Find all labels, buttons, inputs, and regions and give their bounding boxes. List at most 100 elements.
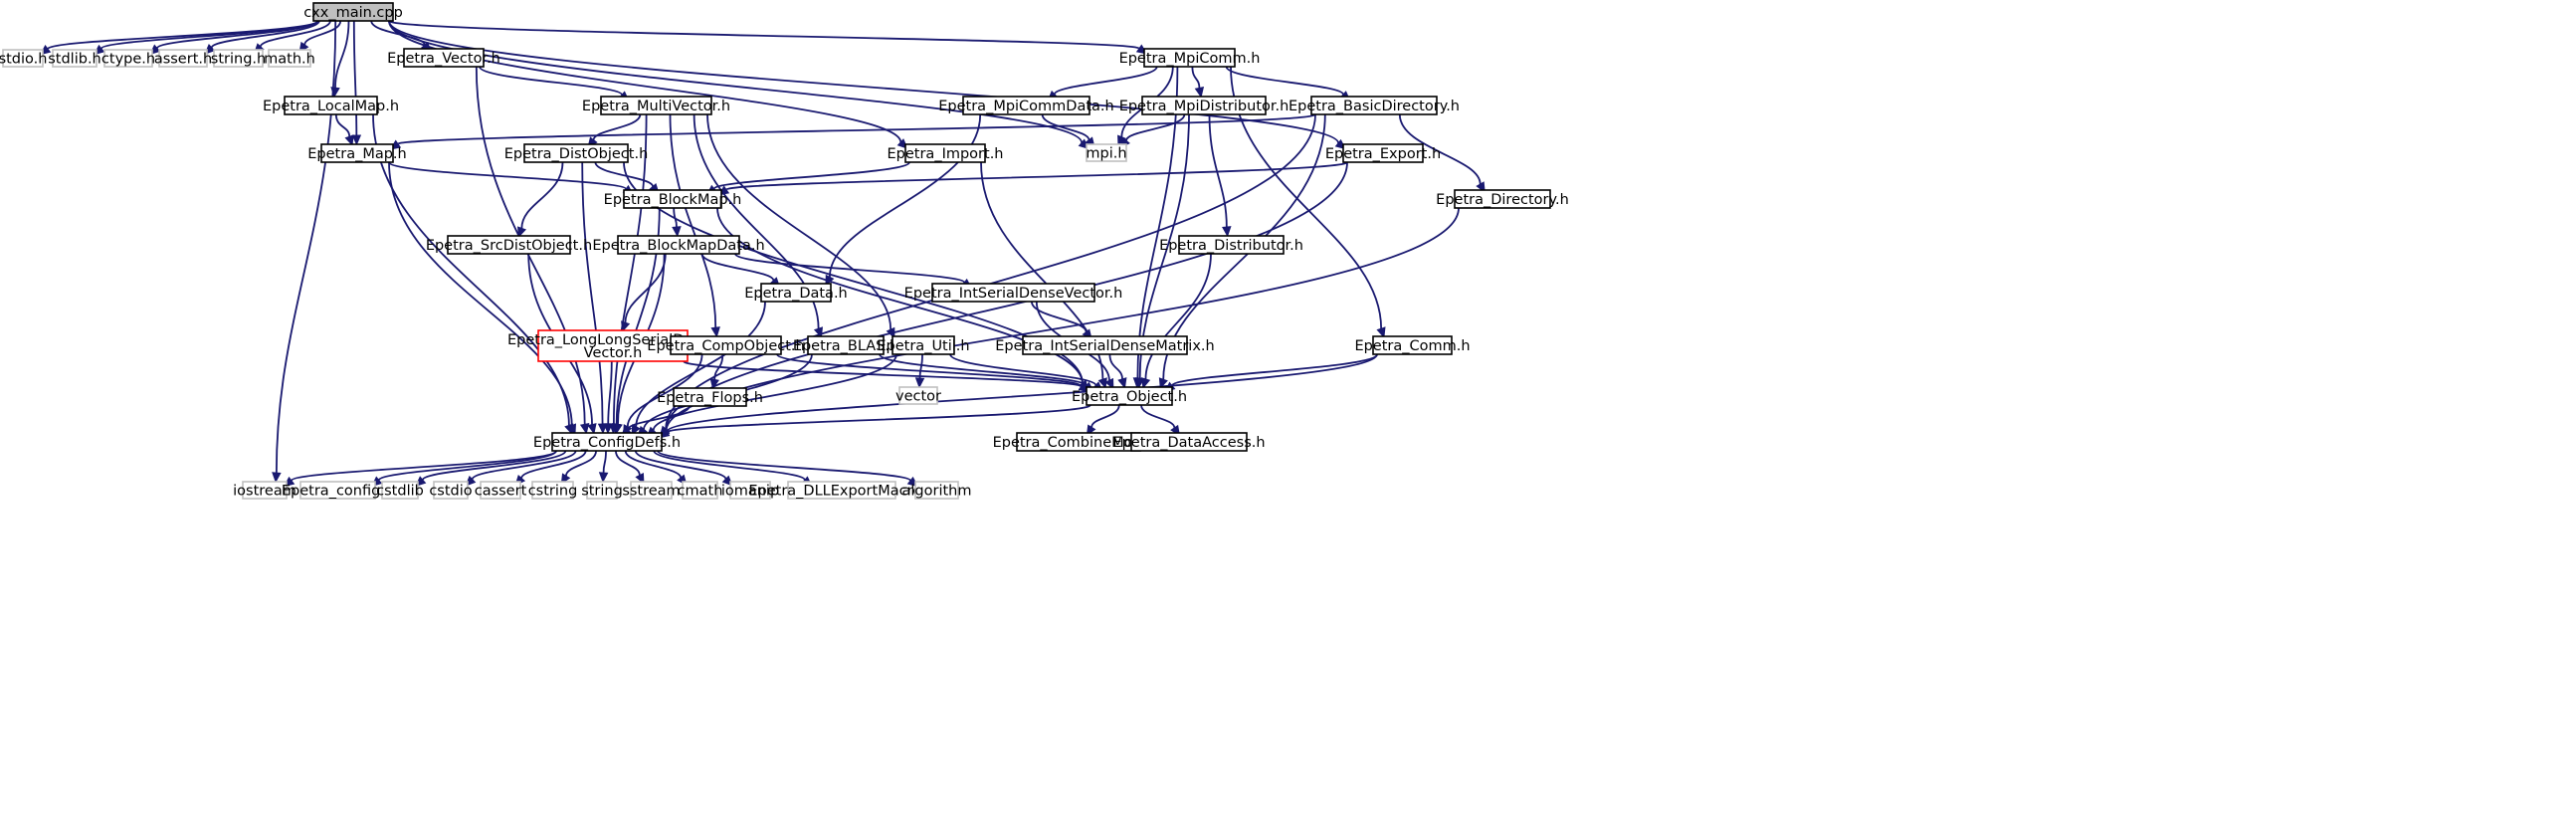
node-Epetra_ConfigDefs[interactable]: Epetra_ConfigDefs.h xyxy=(533,432,681,452)
edge-line xyxy=(388,20,1339,144)
node-label: Epetra_IntSerialDenseMatrix.h xyxy=(995,338,1214,354)
node-Epetra_CompObject[interactable]: Epetra_CompObject.h xyxy=(647,335,805,355)
node-Epetra_Distributor[interactable]: Epetra_Distributor.h xyxy=(1159,235,1303,255)
node-Epetra_MultiVector[interactable]: Epetra_MultiVector.h xyxy=(582,96,730,115)
edge-line xyxy=(388,20,1084,143)
node-Epetra_MpiDistributor[interactable]: Epetra_MpiDistributor.h xyxy=(1119,96,1289,115)
edge-arrowhead xyxy=(1104,377,1114,390)
node-box xyxy=(1372,335,1453,355)
node-box xyxy=(403,48,485,68)
node-iostream: iostream xyxy=(233,481,297,500)
node-label: cassert xyxy=(475,484,527,500)
node-ctype_h: ctype.h xyxy=(101,49,155,68)
node-Epetra_BLAS[interactable]: Epetra_BLAS.h xyxy=(793,335,898,355)
node-label: Epetra_Import.h xyxy=(888,146,1004,162)
edge-Epetra_Export-to-Epetra_BlockMap xyxy=(717,161,1348,196)
edge-arrowhead xyxy=(351,134,362,146)
edge-line xyxy=(1031,301,1088,332)
edge-arrowhead xyxy=(635,472,645,485)
node-cxx_main[interactable]: cxx_main.cpp xyxy=(303,2,403,22)
edge-arrowhead xyxy=(1194,87,1205,99)
edge-line xyxy=(776,353,1083,387)
node-Epetra_MpiComm[interactable]: Epetra_MpiComm.h xyxy=(1119,48,1261,68)
node-Epetra_Map[interactable]: Epetra_Map.h xyxy=(307,143,407,163)
edge-line xyxy=(602,450,607,474)
node-Epetra_Data[interactable]: Epetra_Data.h xyxy=(744,283,848,303)
edge-arrowhead xyxy=(1117,377,1127,389)
node-Epetra_BlockMap[interactable]: Epetra_BlockMap.h xyxy=(604,189,742,209)
edge-Epetra_LocalMap-to-Epetra_Map xyxy=(334,113,354,146)
node-Epetra_Directory[interactable]: Epetra_Directory.h xyxy=(1436,189,1569,209)
edge-line xyxy=(1208,113,1228,228)
node-box xyxy=(447,235,571,255)
node-Epetra_BasicDirectory[interactable]: Epetra_BasicDirectory.h xyxy=(1288,96,1460,115)
node-Epetra_Flops[interactable]: Epetra_Flops.h xyxy=(657,387,763,407)
node-label: Epetra_DLLExportMacro.h xyxy=(748,484,934,500)
node-Epetra_MpiCommData[interactable]: Epetra_MpiCommData.h xyxy=(938,96,1114,115)
node-Epetra_LocalMap[interactable]: Epetra_LocalMap.h xyxy=(263,96,399,115)
node-label: string xyxy=(581,484,623,500)
node-box xyxy=(2,49,44,68)
edge-line xyxy=(626,405,691,431)
node-box xyxy=(931,283,1095,303)
node-box xyxy=(480,481,521,500)
edge-arrowhead xyxy=(710,326,720,338)
node-Epetra_Comm[interactable]: Epetra_Comm.h xyxy=(1354,335,1471,355)
edge-Epetra_DistObject-to-Epetra_ConfigDefs xyxy=(581,161,608,435)
node-Epetra_DistObject[interactable]: Epetra_DistObject.h xyxy=(504,143,649,163)
edge-line xyxy=(683,360,1083,388)
node-box xyxy=(284,96,378,115)
node-stdlib_h: stdlib.h xyxy=(48,49,101,68)
node-Epetra_CombineMode[interactable]: Epetra_CombineMode.h xyxy=(993,432,1165,452)
node-box xyxy=(807,335,885,355)
node-label: Vector.h xyxy=(584,345,643,361)
edge-line xyxy=(565,450,597,477)
edge-cxx_main-to-Epetra_MpiComm xyxy=(388,20,1148,55)
node-Epetra_Export[interactable]: Epetra_Export.h xyxy=(1325,143,1441,163)
edge-line xyxy=(210,20,320,49)
node-label: Epetra_SrcDistObject.h xyxy=(426,238,592,254)
node-Epetra_IntSerialDenseMatrix[interactable]: Epetra_IntSerialDenseMatrix.h xyxy=(995,335,1215,355)
edge-line xyxy=(388,161,573,426)
node-Epetra_DataAccess[interactable]: Epetra_DataAccess.h xyxy=(1112,432,1266,452)
edge-line xyxy=(635,301,766,427)
edge-Epetra_MpiComm-to-Epetra_MpiCommData xyxy=(1047,66,1158,102)
node-Epetra_Util[interactable]: Epetra_Util.h xyxy=(877,335,970,355)
edge-line xyxy=(303,20,342,46)
edge-line xyxy=(700,253,775,282)
edge-Epetra_Map-to-Epetra_BlockMap xyxy=(388,161,635,196)
edge-line xyxy=(612,113,648,425)
node-Epetra_config_h: Epetra_config.h xyxy=(282,481,394,500)
node-box xyxy=(268,49,311,68)
node-Epetra_BlockMapData[interactable]: Epetra_BlockMapData.h xyxy=(592,235,765,255)
node-box xyxy=(242,481,288,500)
node-box xyxy=(1310,96,1438,115)
node-label: string.h xyxy=(211,52,266,68)
node-Epetra_Vector[interactable]: Epetra_Vector.h xyxy=(387,48,500,68)
node-box xyxy=(320,143,394,163)
edge-line xyxy=(657,450,911,482)
node-math_h: math.h xyxy=(264,49,315,68)
node-Epetra_Object[interactable]: Epetra_Object.h xyxy=(1072,386,1187,406)
node-box xyxy=(299,481,376,500)
edge-Epetra_MultiVector-to-Epetra_DistObject xyxy=(587,113,642,148)
node-box xyxy=(670,335,782,355)
node-iomanip: iomanip xyxy=(721,481,779,500)
node-box xyxy=(1454,189,1551,209)
edge-line xyxy=(725,161,1348,191)
node-box xyxy=(623,189,722,209)
node-vector: vector xyxy=(895,386,941,405)
node-box xyxy=(760,283,832,303)
edge-line xyxy=(1171,353,1378,387)
node-Epetra_Import[interactable]: Epetra_Import.h xyxy=(888,143,1004,163)
node-box xyxy=(1178,235,1285,255)
edge-line xyxy=(712,161,910,190)
edge-arrowhead xyxy=(1141,377,1151,389)
edge-line xyxy=(388,161,627,190)
node-Epetra_IntSerialDenseVector[interactable]: Epetra_IntSerialDenseVector.h xyxy=(904,283,1123,303)
node-string_h: string.h xyxy=(211,49,266,68)
node-Epetra_SrcDistObject[interactable]: Epetra_SrcDistObject.h xyxy=(426,235,592,255)
node-string: string xyxy=(581,481,623,500)
edge-line xyxy=(1191,66,1201,89)
